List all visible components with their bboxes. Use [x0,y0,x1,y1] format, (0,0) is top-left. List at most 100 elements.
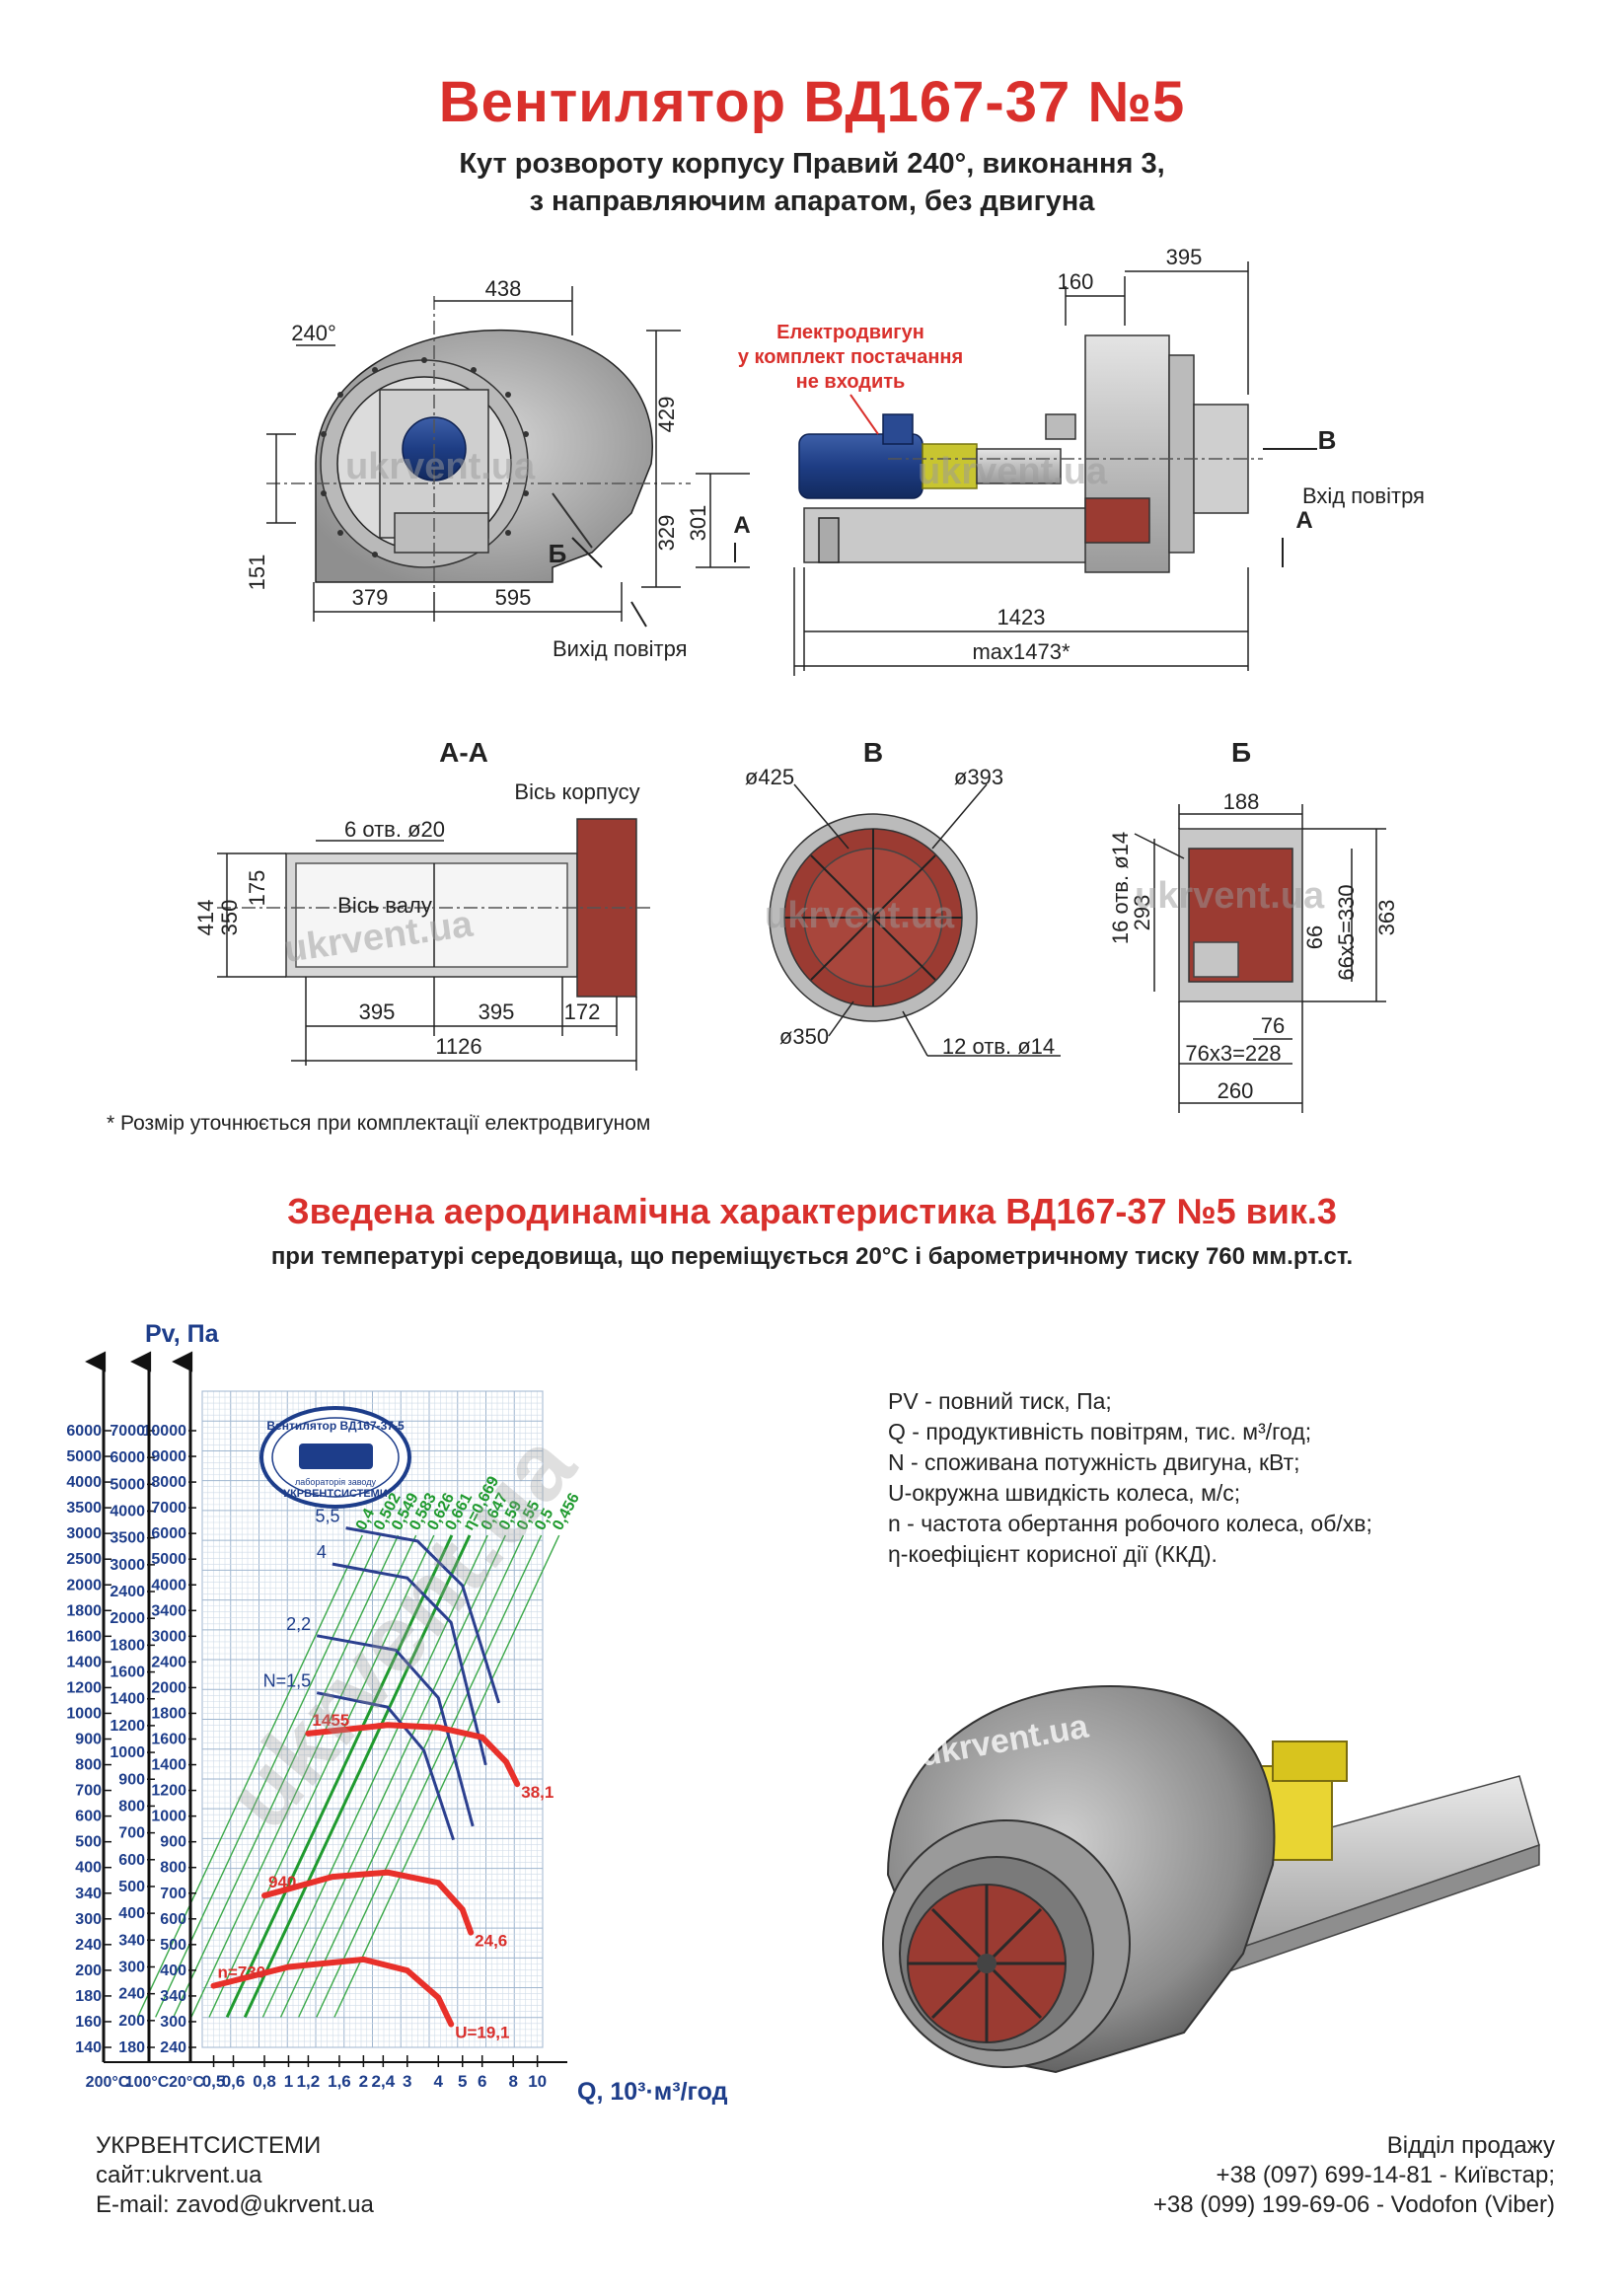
y-tick-label: 700 [75,1783,102,1800]
efficiency-line [243,1534,472,2019]
y-tick-label: 10000 [143,1423,187,1440]
y-tick-label: 1800 [66,1602,102,1619]
legend-item-n: N - споживана потужність двигуна, кВт; [888,1449,1300,1475]
page-subtitle-1: Кут розвороту корпусу Правий 240°, викон… [459,148,1165,180]
dim-66x5: 66x5=330 [1334,884,1359,980]
dim-395-b: 395 [479,1000,515,1024]
y-tick-label: 240 [160,2039,186,2056]
y-tick-label: 4000 [110,1504,145,1520]
label-a-left: А [733,512,750,539]
footer-phone-2[interactable]: +38 (099) 199-69-06 - Vodofon (Viber) [1152,2191,1555,2218]
legend-item-rpm: n - частота обертання робочого колеса, о… [888,1511,1372,1536]
legend: PV - повний тиск, Па; Q - продуктивність… [888,1386,1372,1570]
footer-company: УКРВЕНТСИСТЕМИ [96,2132,322,2159]
rpm-curve-label: n=730 [218,1963,266,1982]
dim-329: 329 [654,515,679,552]
view-b: Б 188 16 отв. ø14 293 363 66x5=330 66 76… [1108,737,1399,1113]
x-tick-label: 10 [528,2072,547,2091]
y-tick-label: 400 [75,1860,102,1877]
dim-350: 350 [217,900,242,936]
y-tick-label: 4000 [151,1577,186,1593]
x-tick-label: 8 [508,2072,517,2091]
y-tick-label: 160 [75,2014,102,2031]
view-b-title: Б [1231,737,1251,768]
y-tick-label: 180 [118,2039,145,2056]
section-aa: А-А 6 отв. ø20 Вісь корпусу Вісь валу 41… [193,737,651,1071]
inlet-label: Вхід повітря [1302,483,1425,508]
outlet-label: Вихід повітря [553,636,688,661]
y-tick-label: 7000 [151,1500,186,1517]
dim-260: 260 [1218,1078,1254,1103]
dim-172: 172 [564,1000,601,1024]
x-tick-label: 6 [478,2072,486,2091]
page-subtitle-2: з направляючим апаратом, без двигуна [529,185,1095,217]
y-tick-label: 340 [160,1988,186,2005]
y-tick-label: 1200 [110,1718,145,1735]
y-tick-label: 500 [118,1879,145,1895]
watermark-2: ukrvent.ua [918,451,1108,492]
technical-drawings: 438 429 329 151 379 595 240° Б Вихід пов… [193,245,1425,1113]
y-tick-label: 1000 [66,1705,102,1722]
dim-max1473: max1473* [972,639,1070,664]
y-tick-label: 5000 [66,1448,102,1465]
y-tick-label: 5000 [151,1551,186,1568]
motor-note-1: Електродвигун [776,322,924,343]
footer-email[interactable]: E-mail: zavod@ukrvent.ua [96,2191,374,2218]
dim-175: 175 [245,870,269,907]
x-tick-label: 1 [284,2072,293,2091]
x-temp-label: 100°С [125,2074,170,2091]
power-curve [316,1634,475,1827]
dim-301: 301 [686,505,710,542]
y-tick-label: 5000 [110,1476,145,1493]
x-tick-label: 0,8 [253,2072,276,2091]
watermark-1: ukrvent.ua [345,446,536,487]
efficiency-line [225,1534,454,2019]
efficiency-line [136,1534,363,2018]
x-tick-label: 1,6 [328,2072,351,2091]
x-tick-label: 0,5 [202,2072,226,2091]
dim-595: 595 [495,585,532,610]
footer-phone-1[interactable]: +38 (097) 699-14-81 - Київстар; [1216,2162,1555,2188]
x-tick-label: 5 [458,2072,467,2091]
dim-414: 414 [193,900,218,936]
speed-label: 38,1 [521,1783,554,1802]
y-tick-label: 3500 [110,1530,145,1547]
x-tick-label: 2 [359,2072,368,2091]
efficiency-lines: 0,40,5020,5490,5830,6260,661η=0,6690,647… [136,1474,583,2019]
y-tick-label: 1600 [151,1732,186,1748]
efficiency-line [155,1534,382,2018]
y-tick-label: 1000 [110,1744,145,1761]
power-curve [332,1562,487,1766]
footer-site[interactable]: сайт:ukrvent.ua [96,2162,262,2188]
dim-160: 160 [1058,269,1094,294]
y-tick-label: 3400 [151,1602,186,1619]
y-tick-label: 180 [75,1988,102,2005]
y-tick-label: 600 [118,1852,145,1869]
y-tick-label: 2000 [66,1577,102,1593]
efficiency-line [333,1534,560,2018]
y-tick-label: 340 [75,1886,102,1902]
power-curve-label: 2,2 [286,1614,311,1634]
y-tick-label: 1200 [151,1783,186,1800]
y-tick-label: 1400 [66,1654,102,1670]
watermark-4: ukrvent.ua [765,895,955,936]
y-tick-label: 2400 [151,1654,186,1670]
y-tick-label: 300 [118,1959,145,1975]
rpm-curve [261,1869,475,1936]
chart-section-title: Зведена аеродинамічна характеристика ВД1… [287,1191,1337,1231]
y-tick-label: 700 [118,1825,145,1842]
holes-16: 16 отв. ø14 [1108,832,1133,944]
y-tick-label: 600 [75,1809,102,1825]
motor-note-3: не входить [796,371,906,393]
rpm-curve-label: 1455 [312,1711,349,1730]
dim-76: 76 [1261,1013,1285,1038]
x-tick-label: 0,6 [222,2072,246,2091]
x-tick-label: 2,4 [372,2072,396,2091]
x-tick-label: 4 [434,2072,444,2091]
dim-293: 293 [1130,895,1154,931]
y-tick-label: 1400 [151,1757,186,1774]
y-tick-label: 2500 [66,1551,102,1568]
dim-438: 438 [485,276,522,301]
y-tick-label: 7000 [110,1423,145,1440]
